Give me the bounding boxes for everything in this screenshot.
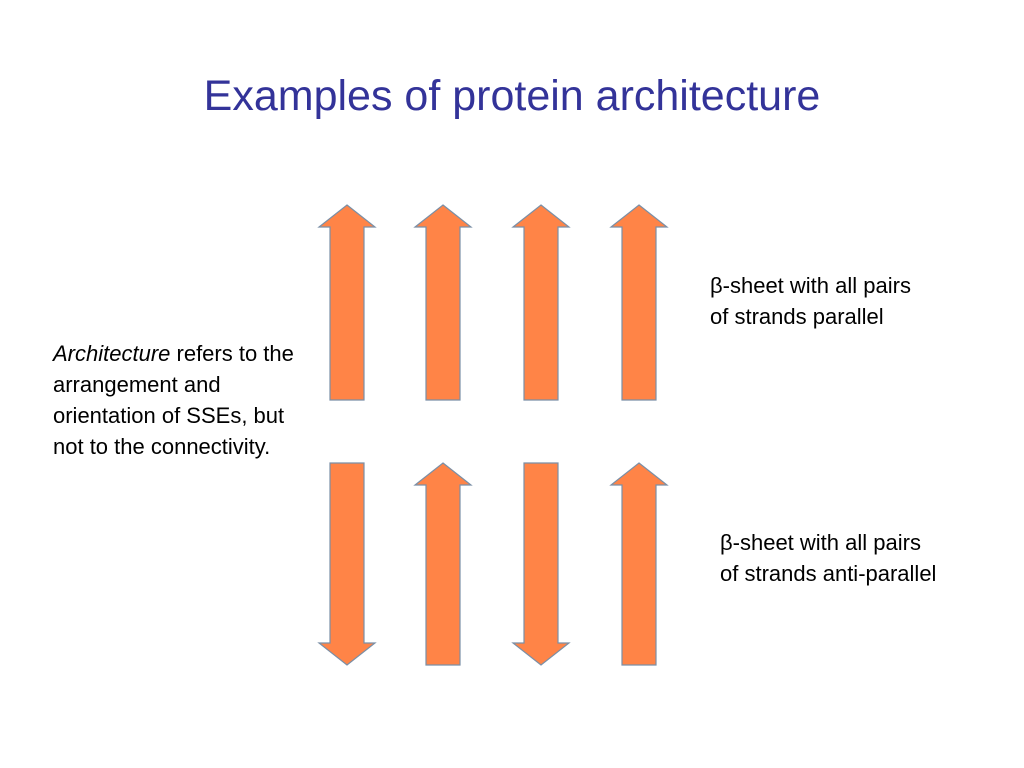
parallel-sheet-caption: β-sheet with all pairs of strands parall…	[710, 270, 1000, 332]
architecture-description-text: refers to the arrangement and orientatio…	[53, 341, 294, 459]
parallel-strand-3-up-arrow	[511, 204, 571, 401]
antiparallel-strand-4-up-arrow	[609, 462, 669, 666]
parallel-strand-4-up-arrow	[609, 204, 669, 401]
antiparallel-strand-1-down-arrow	[317, 462, 377, 666]
antiparallel-sheet	[317, 462, 669, 666]
parallel-caption-line-1: β-sheet with all pairs	[710, 273, 911, 298]
parallel-sheet	[317, 204, 669, 401]
antiparallel-strand-2-up-arrow	[413, 462, 473, 666]
architecture-description: Architecture refers to the arrangement a…	[53, 338, 303, 462]
antiparallel-caption-line-2: of strands anti-parallel	[720, 561, 937, 586]
parallel-strand-1-up-arrow	[317, 204, 377, 401]
antiparallel-sheet-caption: β-sheet with all pairs of strands anti-p…	[720, 527, 1010, 589]
slide-title: Examples of protein architecture	[203, 72, 821, 120]
antiparallel-caption-line-1: β-sheet with all pairs	[720, 530, 921, 555]
parallel-strand-2-up-arrow	[413, 204, 473, 401]
antiparallel-strand-3-down-arrow	[511, 462, 571, 666]
architecture-term: Architecture	[53, 341, 171, 366]
parallel-caption-line-2: of strands parallel	[710, 304, 884, 329]
